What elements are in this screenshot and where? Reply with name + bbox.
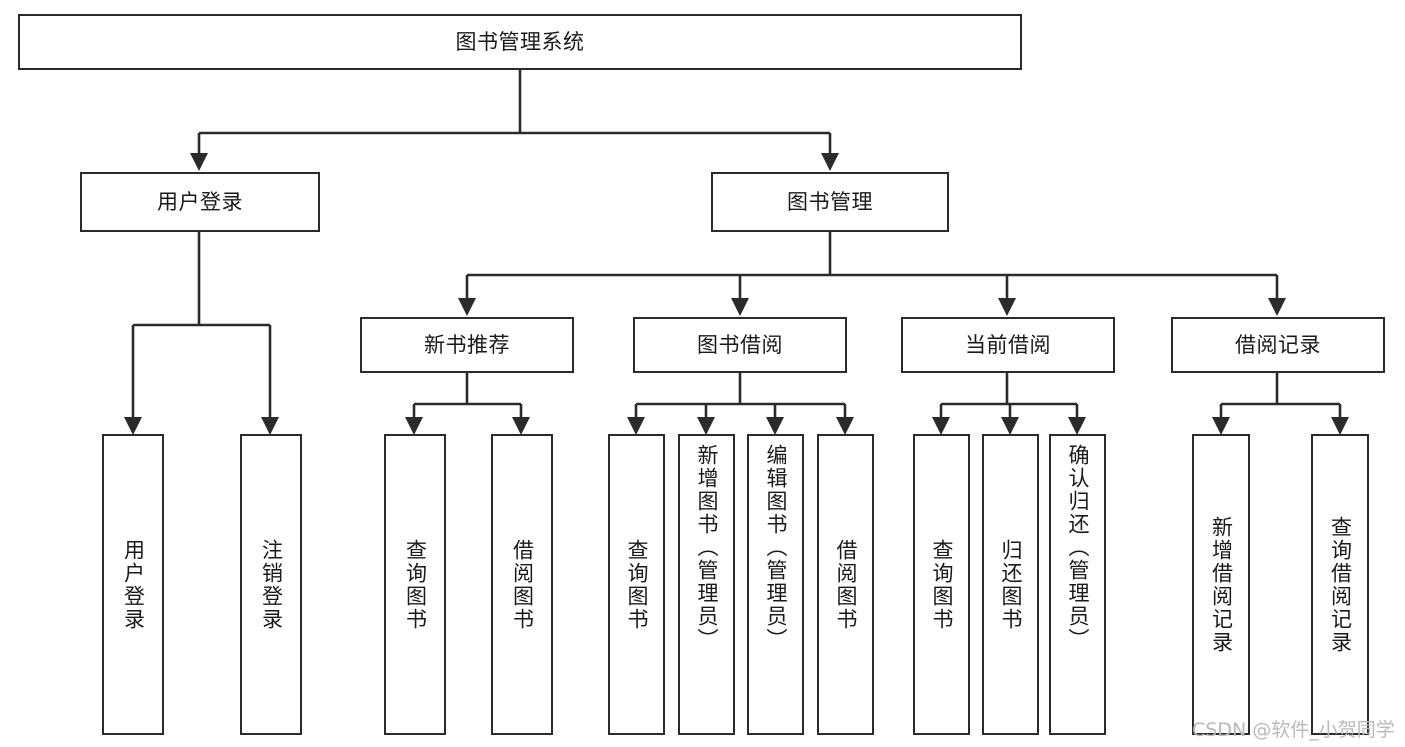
node-borrow-record-label: 借阅记录 [1235,332,1321,357]
leaf-borrow-book-2-label: 借阅图书 [834,538,858,631]
leaf-user-login[interactable]: 用户登录 [102,434,164,735]
node-book-manage[interactable]: 图书管理 [711,172,949,232]
watermark-text: CSDN @软件_小贺同学 [1192,719,1395,741]
leaf-logout[interactable]: 注销登录 [240,434,302,735]
leaf-logout-label: 注销登录 [259,538,284,631]
leaf-edit-book[interactable]: 编辑图书（管理员） [747,434,804,735]
leaf-borrow-book-1-label: 借阅图书 [510,538,535,631]
leaf-edit-book-label: 编辑图书（管理员） [764,444,788,651]
node-user-login[interactable]: 用户登录 [80,172,320,232]
leaf-query-book-3[interactable]: 查询图书 [913,434,970,735]
leaf-query-book-2[interactable]: 查询图书 [608,434,665,735]
leaf-query-book-1-label: 查询图书 [403,538,428,631]
leaf-query-record[interactable]: 查询借阅记录 [1311,434,1369,735]
leaf-add-record-label: 新增借阅记录 [1209,515,1234,654]
leaf-query-book-3-label: 查询图书 [930,538,954,631]
node-current-borrow-label: 当前借阅 [965,332,1051,357]
leaf-add-book-label: 新增图书（管理员） [695,444,719,651]
leaf-query-record-label: 查询借阅记录 [1328,515,1353,654]
node-new-book-recommend-label: 新书推荐 [424,332,510,357]
leaf-query-book-2-label: 查询图书 [625,538,649,631]
node-book-borrow-label: 图书借阅 [697,332,783,357]
node-root[interactable]: 图书管理系统 [18,14,1022,70]
leaf-return-book[interactable]: 归还图书 [982,434,1039,735]
leaf-confirm-return[interactable]: 确认归还（管理员） [1049,434,1106,735]
leaf-confirm-return-label: 确认归还（管理员） [1066,444,1090,651]
node-book-borrow[interactable]: 图书借阅 [633,317,847,373]
node-borrow-record[interactable]: 借阅记录 [1171,317,1385,373]
node-new-book-recommend[interactable]: 新书推荐 [360,317,574,373]
leaf-return-book-label: 归还图书 [999,538,1023,631]
leaf-user-login-label: 用户登录 [121,538,146,631]
leaf-query-book-1[interactable]: 查询图书 [384,434,446,735]
node-current-borrow[interactable]: 当前借阅 [901,317,1115,373]
leaf-add-record[interactable]: 新增借阅记录 [1192,434,1250,735]
node-root-label: 图书管理系统 [455,29,585,54]
node-user-login-label: 用户登录 [157,189,243,214]
node-book-manage-label: 图书管理 [787,189,873,214]
leaf-borrow-book-1[interactable]: 借阅图书 [491,434,553,735]
leaf-borrow-book-2[interactable]: 借阅图书 [817,434,874,735]
leaf-add-book[interactable]: 新增图书（管理员） [678,434,735,735]
